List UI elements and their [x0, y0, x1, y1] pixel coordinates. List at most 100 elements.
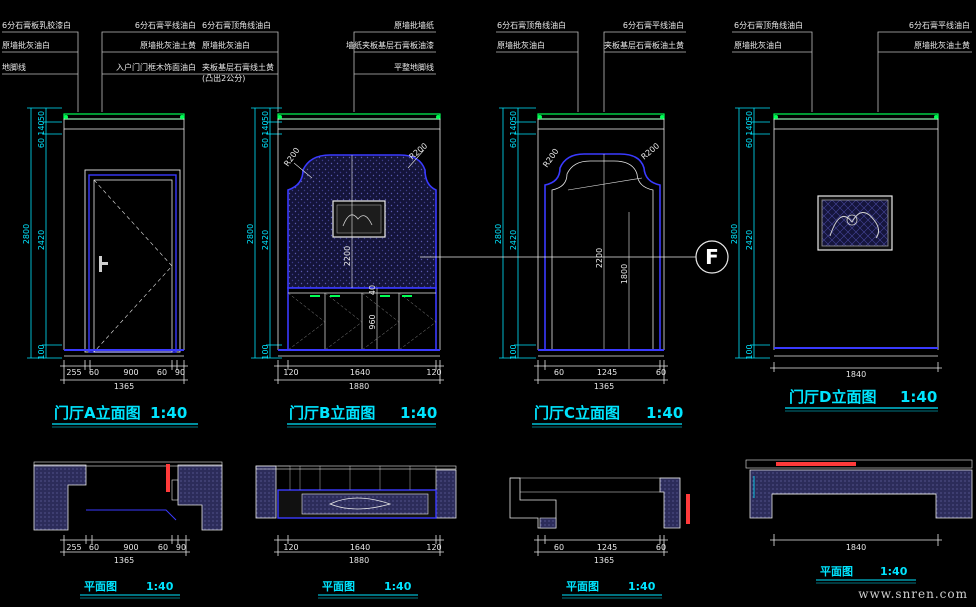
plan-b: 120 1640 120 1880 平面图 1:40 — [255, 465, 457, 599]
dim-text: 1880 — [349, 382, 369, 391]
dim-text: 1840 — [846, 543, 866, 552]
dim-text: 120 — [283, 368, 298, 377]
callout-d-right: 6分石膏平线油白 原墙批灰油土黄 — [909, 20, 970, 50]
dim-text: 1245 — [597, 368, 617, 377]
elevation-d: 140 50 60 2420 2800 100 1840 门厅D立面图 1:40 — [730, 107, 942, 412]
plan-title: 平面图 — [322, 580, 355, 593]
elevation-a: 140 50 60 2420 2800 100 — [22, 107, 198, 428]
callout-text: 入户门门框木饰面油白 — [116, 62, 196, 72]
dim-text: 2200 — [595, 248, 604, 268]
dim-text: 60 — [89, 368, 99, 377]
dim-text: 60 — [745, 138, 754, 148]
dim-text: 2420 — [37, 230, 46, 250]
elevation-title: 门厅B立面图 — [289, 404, 375, 422]
plan-scale: 1:40 — [880, 565, 908, 578]
dim-text: 60 — [554, 543, 564, 552]
callout-c-right: 6分石膏平线油白 夹板基层石膏板油土黄 — [604, 20, 684, 50]
elevation-b: 140 50 60 2420 2800 100 — [246, 107, 444, 428]
dim-text: 60 — [656, 368, 666, 377]
dim-text: 50 — [745, 111, 754, 121]
callout-text: 地脚线 — [2, 62, 26, 72]
dim-text: 90 — [176, 543, 186, 552]
dim-text: 50 — [509, 111, 518, 121]
plan-d: 1840 平面图 1:40 — [745, 459, 973, 584]
dim-text: 60 — [89, 543, 99, 552]
callout-text: 原墙批灰油土黄 — [914, 40, 970, 50]
plan-c: 60 1245 60 1365 平面图 1:40 — [509, 477, 690, 599]
dim-text: 140 — [509, 120, 518, 135]
arc-label: R200 — [640, 141, 662, 161]
arc-label: R200 — [282, 146, 301, 168]
callout-a-right: 6分石膏平线油白 原墙批灰油土黄 入户门门框木饰面油白 — [116, 20, 196, 72]
elevation-scale: 1:40 — [900, 388, 937, 406]
dim-text: 2800 — [494, 224, 503, 244]
dim-text: 100 — [261, 344, 270, 359]
dim-text: 2800 — [246, 224, 255, 244]
dim-text: 1640 — [350, 543, 370, 552]
arc-label: R200 — [541, 147, 560, 169]
dim-text: 2800 — [730, 224, 739, 244]
dim-text: 2800 — [22, 224, 31, 244]
dim-text: 2420 — [509, 230, 518, 250]
callout-d-left: 6分石膏顶角线油白 原墙批灰油白 — [734, 20, 803, 50]
dim-text: 60 — [157, 368, 167, 377]
callout-text: 原墙批灰油白 — [202, 40, 250, 50]
arc-label: R200 — [408, 141, 430, 161]
dim-text: 140 — [37, 120, 46, 135]
callout-text: 6分石膏平线油白 — [909, 20, 970, 30]
dim-text: 90 — [175, 368, 185, 377]
dim-text: 1365 — [594, 382, 614, 391]
callout-text: 6分石膏顶角线油白 — [497, 20, 566, 30]
dim-text: 60 — [158, 543, 168, 552]
elevation-scale: 1:40 — [400, 404, 437, 422]
dim-text: 1245 — [597, 543, 617, 552]
dim-text: 1840 — [846, 370, 866, 379]
callout-text: 原墙批墙纸 — [394, 20, 434, 30]
callout-text: 6分石膏板乳胶漆白 — [2, 20, 71, 30]
elevation-title: 门厅C立面图 — [534, 404, 620, 422]
elevation-title: 门厅A立面图 — [54, 404, 141, 422]
dim-text: 100 — [745, 344, 754, 359]
plan-scale: 1:40 — [146, 580, 174, 593]
dim-text: 900 — [123, 543, 138, 552]
dim-text: 2420 — [261, 230, 270, 250]
callout-text: 原墙批灰油土黄 — [140, 40, 196, 50]
plan-a: 255 60 900 60 90 1365 平面图 1:40 — [33, 461, 223, 599]
dim-text: 120 — [283, 543, 298, 552]
dim-text: 960 — [368, 314, 377, 329]
dim-text: 60 — [554, 368, 564, 377]
callout-text: 墙纸夹板基层石膏板油漆 — [346, 40, 434, 50]
callout-b-right: 原墙批墙纸 墙纸夹板基层石膏板油漆 平整地脚线 — [346, 20, 434, 72]
plan-title: 平面图 — [820, 565, 853, 578]
dim-text: 1365 — [114, 382, 134, 391]
callout-c-left: 6分石膏顶角线油白 原墙批灰油白 — [497, 20, 566, 50]
watermark: www.snren.com — [858, 587, 968, 601]
elevation-c: 140 50 60 2420 2800 100 2200 1800 R200 R… — [494, 107, 683, 428]
dim-text: 1640 — [350, 368, 370, 377]
dim-text: 60 — [261, 138, 270, 148]
plan-scale: 1:40 — [384, 580, 412, 593]
callout-b-left: 6分石膏顶角线油白 原墙批灰油白 夹板基层石膏线土黄 (凸出2公分) — [202, 20, 274, 83]
section-mark: F — [420, 240, 729, 274]
callout-text: 平整地脚线 — [394, 62, 434, 72]
dim-text: 120 — [426, 368, 441, 377]
callout-text: 6分石膏顶角线油白 — [202, 20, 271, 30]
plan-scale: 1:40 — [628, 580, 656, 593]
dim-text: 2200 — [343, 246, 352, 266]
dim-text: 1880 — [349, 556, 369, 565]
dim-text: 255 — [66, 543, 81, 552]
callout-text: (凸出2公分) — [202, 73, 245, 83]
plan-title: 平面图 — [566, 580, 599, 593]
dim-text: 40 — [368, 285, 377, 295]
callout-text: 6分石膏平线油白 — [135, 20, 196, 30]
elevation-scale: 1:40 — [150, 404, 187, 422]
dim-text: 60 — [509, 138, 518, 148]
dim-text: 100 — [37, 344, 46, 359]
dim-text: 140 — [745, 120, 754, 135]
dim-text: 2420 — [745, 230, 754, 250]
callout-text: 原墙批灰油白 — [2, 40, 50, 50]
dim-text: 140 — [261, 120, 270, 135]
dim-text: 900 — [123, 368, 138, 377]
dim-text: 60 — [656, 543, 666, 552]
callout-text: 原墙批灰油白 — [497, 40, 545, 50]
